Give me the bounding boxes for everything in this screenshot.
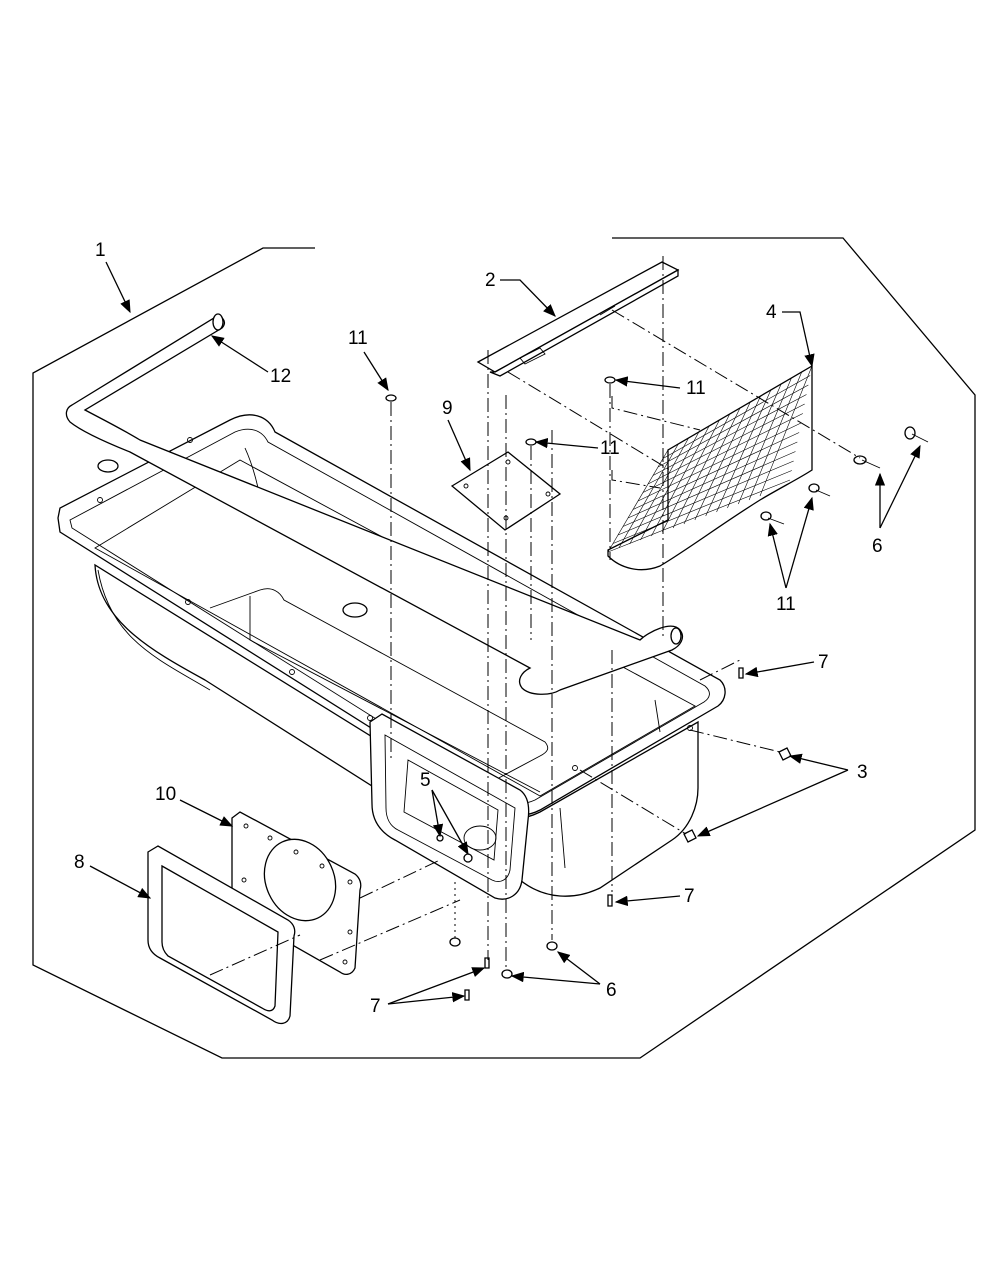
rod	[65, 313, 684, 695]
frame	[147, 845, 296, 1025]
callout-7-right: 7	[818, 652, 829, 673]
callout-6-right: 6	[872, 536, 883, 557]
callout-7-mid: 7	[684, 886, 695, 907]
callout-8: 8	[74, 852, 85, 873]
callout-5: 5	[420, 770, 431, 791]
filter-mesh	[607, 364, 813, 571]
assembly-boundary	[32, 237, 976, 1059]
callout-10: 10	[155, 784, 176, 805]
tub-body	[57, 414, 726, 897]
callout-11-upper: 11	[686, 378, 706, 399]
drain-housing	[369, 713, 530, 900]
callout-3: 3	[857, 762, 868, 783]
bracket	[476, 261, 680, 377]
callout-labels: 1 2 3 4 5 6 6 7 7 7 8 9 10 11 11 11 11 1…	[74, 240, 883, 1017]
alignment-lines	[209, 256, 861, 976]
callout-2: 2	[485, 270, 496, 291]
callout-11-lower: 11	[776, 594, 796, 615]
callout-6-bottom: 6	[606, 980, 617, 1001]
callout-11-middle: 11	[600, 438, 620, 459]
gasket-plate	[231, 811, 362, 975]
callout-1: 1	[95, 240, 106, 261]
callout-9: 9	[442, 398, 453, 419]
callout-11-left: 11	[348, 328, 368, 349]
callout-7-bottom: 7	[370, 996, 381, 1017]
callout-12: 12	[270, 366, 291, 387]
callout-4: 4	[766, 302, 777, 323]
leader-lines	[89, 261, 921, 1005]
